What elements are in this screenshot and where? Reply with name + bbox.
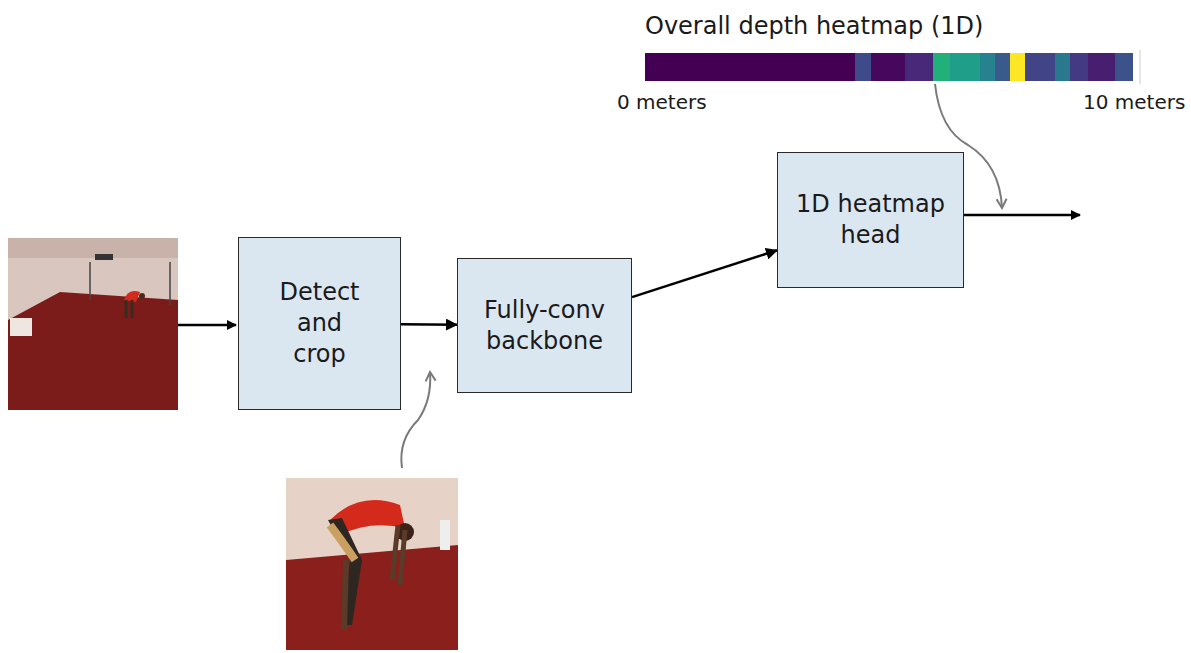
box-label: Detect and crop	[270, 277, 370, 369]
scene-photo	[8, 238, 178, 410]
input-arrow	[178, 324, 236, 327]
output-arrow	[964, 214, 1080, 217]
axis-label: 0 meters	[617, 90, 707, 114]
flow-arrow	[632, 250, 777, 297]
flow-arrow	[401, 323, 457, 326]
process-box: Detect and crop	[238, 237, 401, 410]
cropped-photo	[286, 478, 458, 650]
leader-curve	[401, 372, 430, 468]
process-box: Fully-conv backbone	[457, 258, 632, 393]
depth-heatmap-bar	[645, 50, 1140, 84]
box-label: Fully-conv backbone	[475, 295, 615, 356]
heatmap-title: Overall depth heatmap (1D)	[645, 12, 983, 40]
axis-label: 10 meters	[1083, 90, 1185, 114]
box-label: 1D heatmap head	[796, 189, 946, 250]
process-box: 1D heatmap head	[777, 152, 964, 288]
